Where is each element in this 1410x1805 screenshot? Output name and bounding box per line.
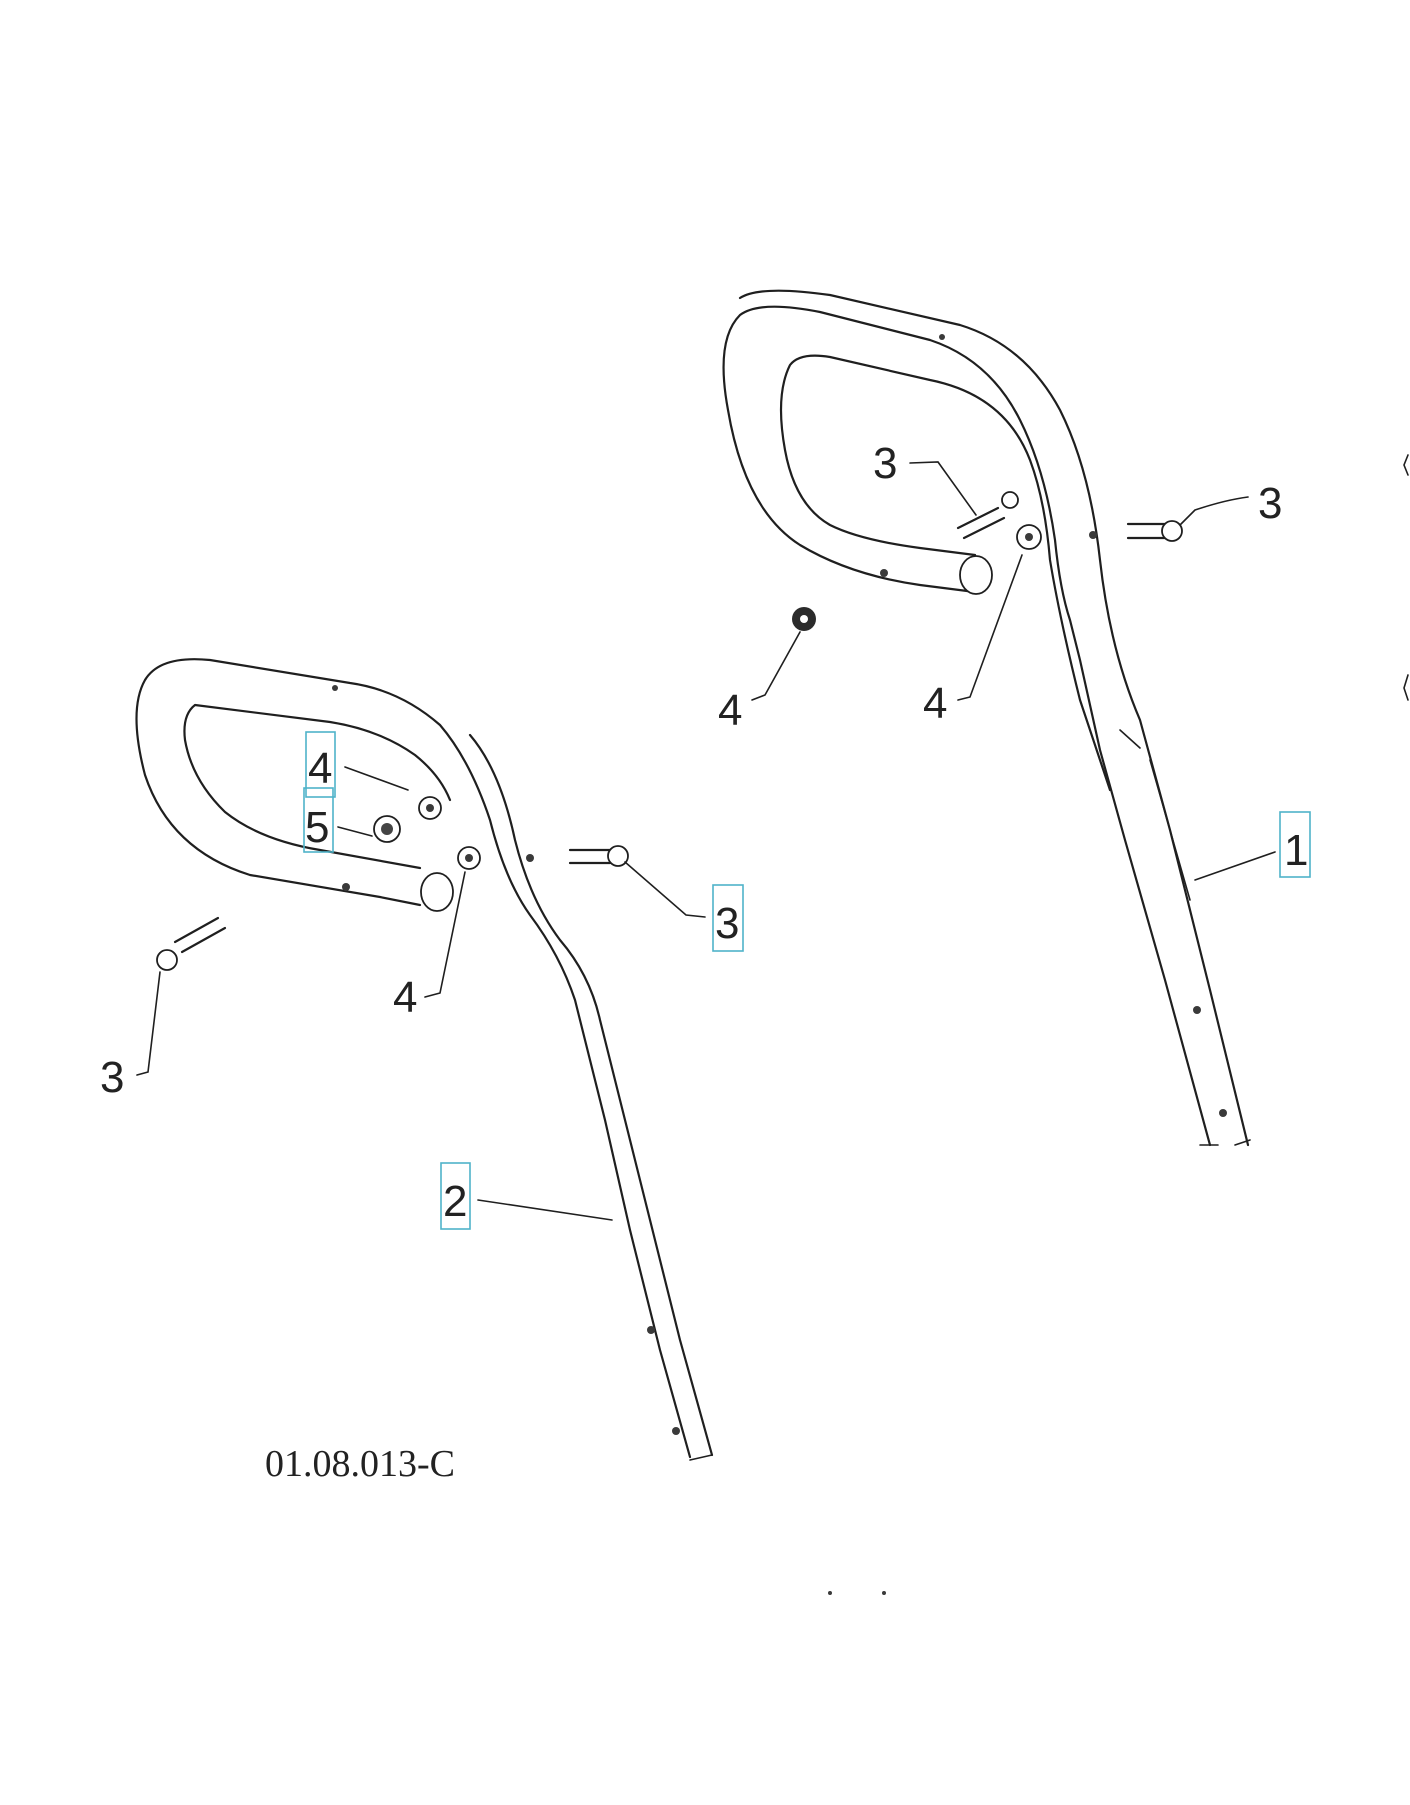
callout-3-right-side: 3 bbox=[1258, 479, 1282, 528]
callout-4-left-mount: 4 bbox=[393, 973, 417, 1022]
bolt-part-3-left-loose bbox=[156, 916, 227, 971]
callout-1-label: 1 bbox=[1284, 826, 1308, 875]
callout-2-label: 2 bbox=[443, 1177, 467, 1226]
callout-5-label: 5 bbox=[305, 803, 329, 852]
nut-part-4-loose bbox=[792, 607, 816, 631]
callout-5-link[interactable]: 5 bbox=[303, 787, 334, 853]
callout-3-label: 3 bbox=[715, 899, 739, 948]
washer-part-4-left-mount bbox=[457, 846, 481, 870]
washer-part-4-right bbox=[1016, 524, 1042, 550]
callout-3-link[interactable]: 3 bbox=[712, 884, 744, 952]
bolt-part-3-upper bbox=[956, 491, 1019, 540]
callout-4-loose-nut: 4 bbox=[718, 686, 742, 735]
bolt-part-3-right-side bbox=[1126, 520, 1183, 542]
figure-code: 01.08.013-C bbox=[265, 1443, 455, 1485]
bolt-part-3-left-side bbox=[568, 845, 629, 867]
callout-3-left-bolt: 3 bbox=[100, 1053, 124, 1102]
callout-4-label: 4 bbox=[308, 744, 332, 793]
callout-4-right-washer: 4 bbox=[923, 679, 947, 728]
nut-part-5 bbox=[373, 815, 401, 843]
callout-1-link[interactable]: 1 bbox=[1279, 811, 1311, 878]
handle-part-2 bbox=[135, 658, 714, 1461]
washer-part-4-left-upper bbox=[418, 796, 442, 820]
callout-4-link[interactable]: 4 bbox=[305, 731, 336, 798]
callout-2-link[interactable]: 2 bbox=[440, 1162, 471, 1230]
callout-3-upper: 3 bbox=[873, 439, 897, 488]
handle-part-1 bbox=[722, 289, 1251, 1147]
